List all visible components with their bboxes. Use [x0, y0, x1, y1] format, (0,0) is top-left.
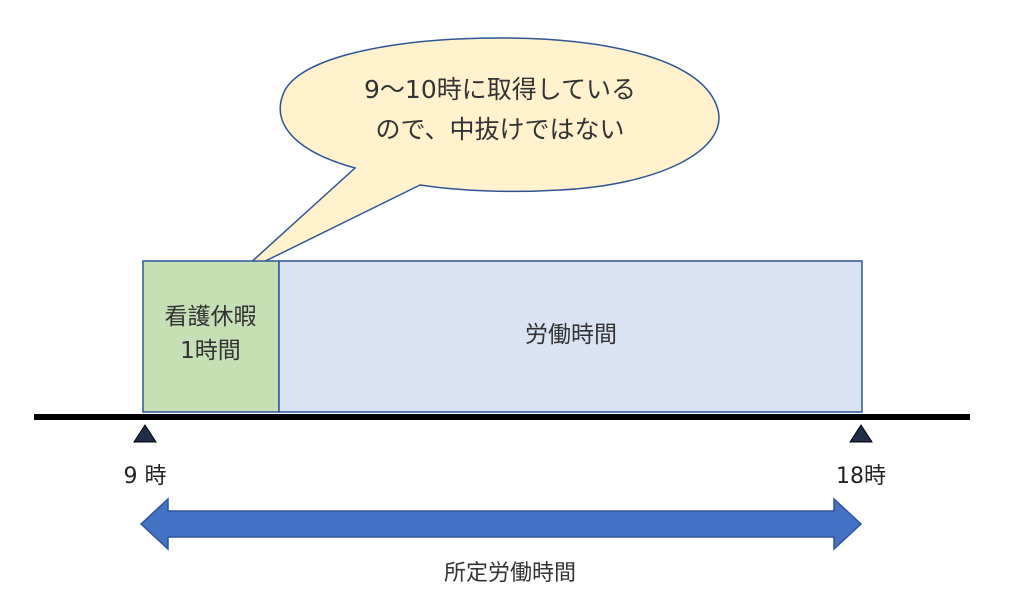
- start-time-label: 9 時: [123, 464, 167, 489]
- end-time-label: 18時: [836, 464, 886, 489]
- start-marker-triangle: [133, 424, 157, 443]
- callout-line-2: ので、中抜けではない: [375, 115, 625, 144]
- callout-line-1: 9〜10時に取得している: [364, 75, 636, 104]
- nursing-leave-label: 看護休暇 1時間: [143, 300, 278, 368]
- work-time-label: 労働時間: [525, 322, 617, 348]
- work-time-block: [278, 260, 863, 413]
- end-marker-triangle: [849, 424, 873, 443]
- nursing-leave-label-line-1: 看護休暇: [164, 304, 257, 330]
- scheduled-span-arrow: [139, 497, 863, 551]
- callout-text: 9〜10時に取得している ので、中抜けではない: [280, 70, 720, 150]
- callout-bubble: [236, 37, 720, 276]
- nursing-leave-label-line-2: 1時間: [180, 338, 241, 364]
- callout-shape: [236, 37, 720, 276]
- timeline-axis: [34, 414, 970, 420]
- scheduled-working-hours-label: 所定労働時間: [443, 561, 576, 586]
- nursing-leave-block: [142, 260, 280, 413]
